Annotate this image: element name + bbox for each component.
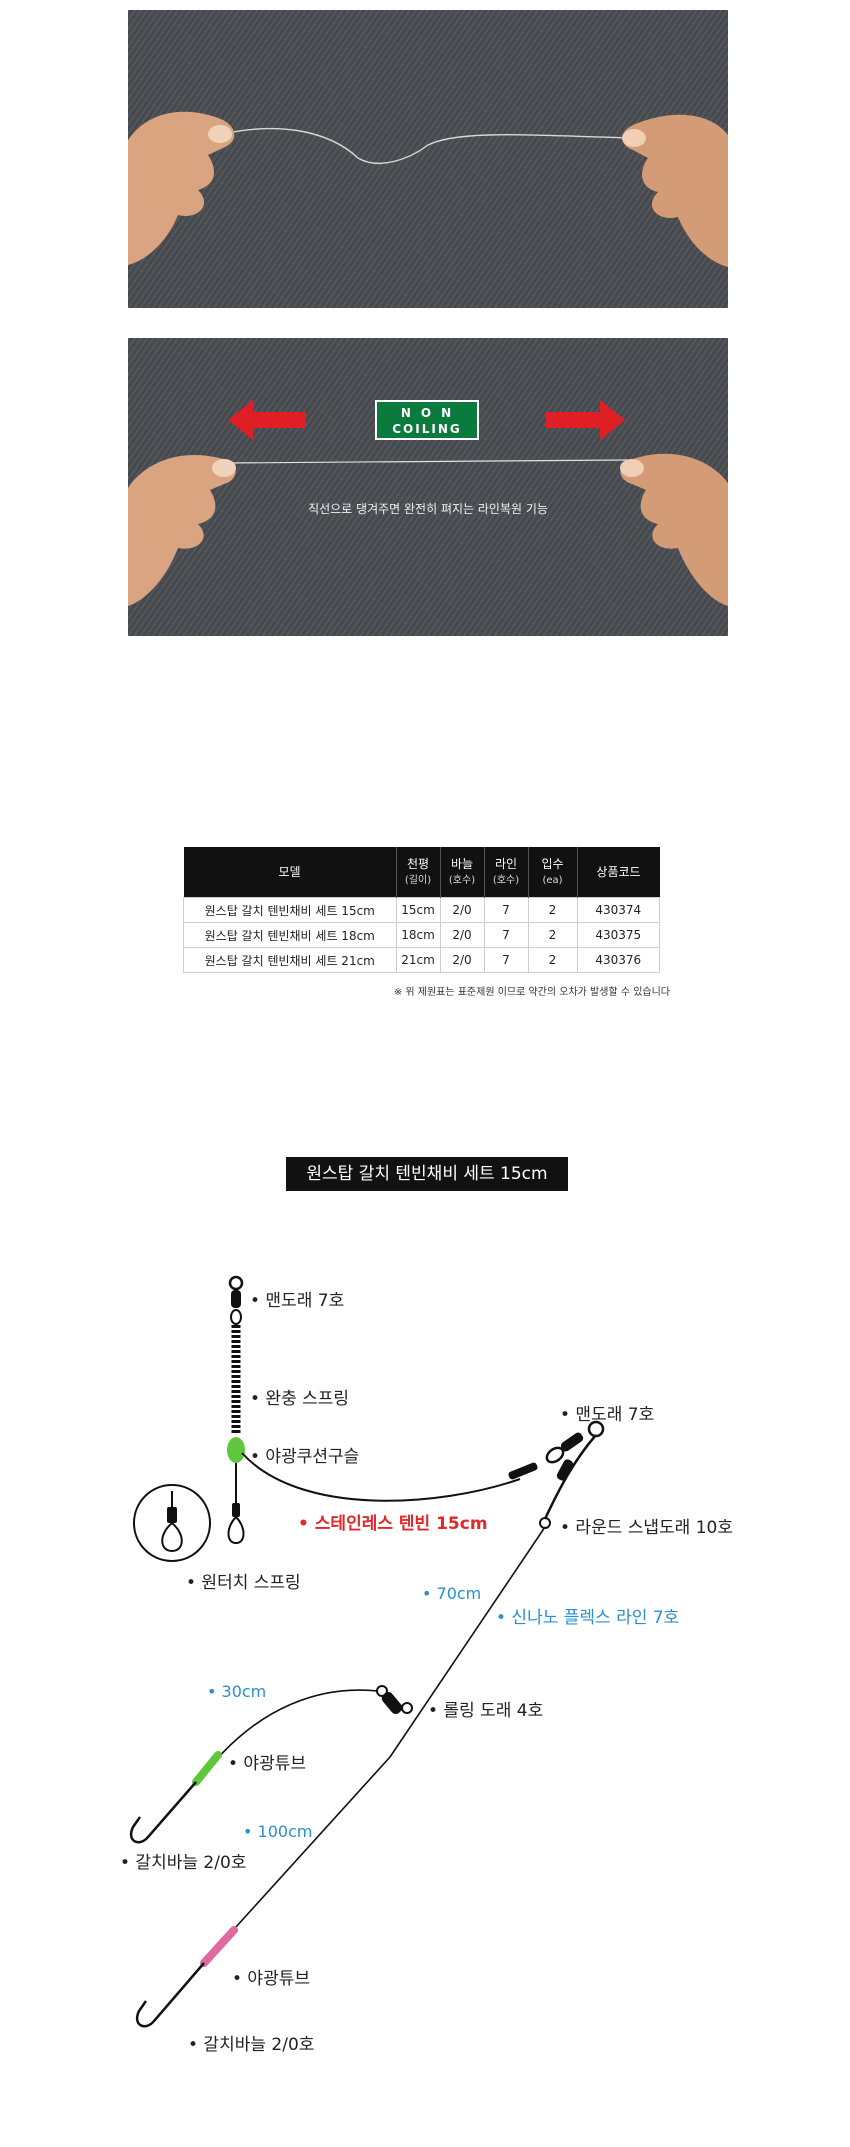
- cell-qty: 2: [527, 897, 578, 923]
- label-line: • 신나노 플렉스 라인 7호: [496, 1608, 680, 1628]
- cell-length: 15cm: [395, 897, 441, 923]
- label-len-100: • 100cm: [243, 1822, 313, 1841]
- photo-non-coiling: NON COILING 직선으로 댕겨주면 완전히 펴지는 라인복원 기능: [128, 338, 728, 636]
- main-line: [389, 1526, 546, 1758]
- right-hand: [620, 453, 728, 606]
- label-hook-1: • 갈치바늘 2/0호: [120, 1853, 247, 1873]
- photo-hands-line: [128, 10, 728, 308]
- glow-tube-green: [192, 1751, 222, 1786]
- glow-bead-icon: [227, 1437, 245, 1463]
- cell-length: 18cm: [395, 922, 441, 948]
- rig-title: 원스탑 갈치 텐빈채비 세트 15cm: [286, 1157, 568, 1191]
- cell-code: 430374: [576, 897, 660, 923]
- table-row: 원스탑 갈치 텐빈채비 세트 15cm 15cm 2/0 7 2 430374: [183, 897, 660, 923]
- cell-model: 원스탑 갈치 텐빈채비 세트 18cm: [183, 922, 397, 948]
- header-line: 라인(호수): [484, 847, 529, 898]
- label-swivel-top: • 맨도래 7호: [250, 1291, 345, 1311]
- label-tenbin: • 스테인레스 텐빈 15cm: [298, 1514, 488, 1534]
- cell-line: 7: [483, 897, 529, 923]
- cell-code: 430375: [576, 922, 660, 948]
- spec-table: 모델 천평(길이) 바늘(호수) 라인(호수) 입수(ea) 상품코드 원스탑 …: [183, 847, 660, 973]
- badge-line2: COILING: [392, 422, 462, 436]
- spec-note: ※ 위 제원표는 표준제원 이므로 약간의 오차가 발생할 수 있습니다: [393, 987, 670, 998]
- arrow-right-icon: [546, 400, 625, 440]
- cell-model: 원스탑 갈치 텐빈채비 세트 15cm: [183, 897, 397, 923]
- header-hook: 바늘(호수): [440, 847, 485, 898]
- top-swivel-icon: [228, 1275, 244, 1325]
- rolling-swivel-icon: [376, 1685, 413, 1715]
- photo-caption: 직선으로 댕겨주면 완전히 펴지는 라인복원 기능: [308, 502, 548, 516]
- header-model: 모델: [183, 847, 397, 898]
- cell-hook: 2/0: [439, 947, 485, 973]
- glow-tube-pink: [200, 1926, 238, 1967]
- right-hand: [622, 114, 728, 267]
- label-rolling: • 롤링 도래 4호: [428, 1701, 544, 1721]
- label-spring: • 완충 스프링: [250, 1389, 350, 1409]
- header-qty: 입수(ea): [528, 847, 578, 898]
- cell-model: 원스탑 갈치 텐빈채비 세트 21cm: [183, 947, 397, 973]
- non-coiling-image: [128, 400, 728, 606]
- right-swivel-icon: [545, 1420, 605, 1464]
- label-snap: • 라운드 스냅도래 10호: [560, 1518, 733, 1538]
- label-tube-2: • 야광튜브: [232, 1969, 310, 1989]
- cell-line: 7: [483, 947, 529, 973]
- cell-code: 430376: [576, 947, 660, 973]
- table-row: 원스탑 갈치 텐빈채비 세트 18cm 18cm 2/0 7 2 430375: [183, 922, 660, 948]
- hook-1-icon: [130, 1781, 197, 1844]
- label-swivel-right: • 맨도래 7호: [560, 1405, 655, 1425]
- cell-hook: 2/0: [439, 922, 485, 948]
- hands-line-image: [128, 111, 728, 267]
- label-hook-2: • 갈치바늘 2/0호: [188, 2035, 315, 2055]
- cell-line: 7: [483, 922, 529, 948]
- arrow-left-icon: [228, 400, 306, 440]
- rig-diagram: [130, 1275, 605, 2028]
- label-one-touch: • 원터치 스프링: [186, 1573, 301, 1593]
- left-hand: [128, 455, 236, 606]
- non-coiling-badge: NON COILING: [375, 400, 479, 440]
- hook-2-icon: [136, 1962, 205, 2028]
- one-touch-clip-icon: [232, 1503, 240, 1517]
- label-tube-1: • 야광튜브: [228, 1754, 306, 1774]
- tenbin-arm: [241, 1452, 521, 1502]
- label-len-30: • 30cm: [207, 1682, 267, 1701]
- spec-table-header: 모델 천평(길이) 바늘(호수) 라인(호수) 입수(ea) 상품코드: [183, 847, 660, 898]
- cell-length: 21cm: [395, 947, 441, 973]
- one-touch-spring-detail: [133, 1484, 211, 1562]
- badge-line1: NON: [400, 406, 462, 420]
- header-length: 천평(길이): [396, 847, 441, 898]
- header-code: 상품코드: [577, 847, 660, 898]
- label-bead: • 야광쿠션구슬: [250, 1447, 360, 1467]
- label-len-70: • 70cm: [422, 1584, 482, 1603]
- table-row: 원스탑 갈치 텐빈채비 세트 21cm 21cm 2/0 7 2 430376: [183, 947, 660, 973]
- cell-qty: 2: [527, 922, 578, 948]
- cell-hook: 2/0: [439, 897, 485, 923]
- left-hand: [128, 111, 235, 265]
- cell-qty: 2: [527, 947, 578, 973]
